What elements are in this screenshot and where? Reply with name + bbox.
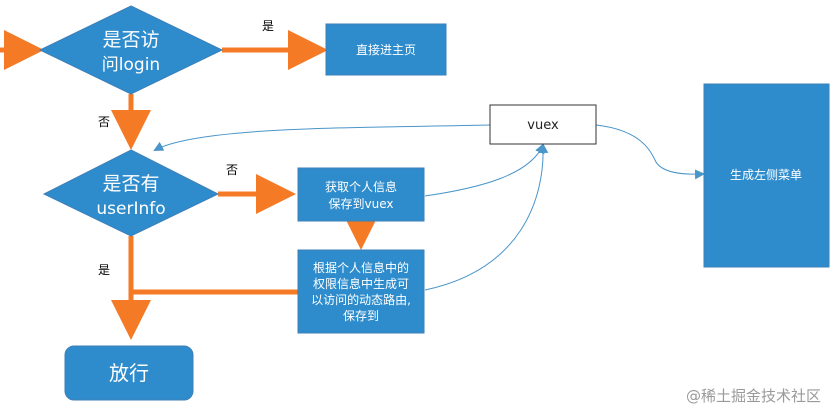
orange-connectors: [0, 30, 381, 340]
label-login-yes: 是: [262, 19, 274, 33]
label-login-no: 否: [98, 115, 110, 129]
decision-visit-login-shape: [38, 5, 224, 95]
edge-fetch-to-vuex: [424, 143, 545, 197]
store-vuex: vuex: [489, 104, 597, 145]
process-gen-routes-line1: 根据个人信息中的: [313, 260, 409, 275]
process-fetch-userinfo-shape: [297, 167, 425, 222]
process-goto-home-label: 直接进主页: [356, 42, 416, 57]
process-gen-routes-line2: 权限信息中生成可: [313, 276, 409, 291]
store-vuex-label: vuex: [527, 118, 559, 133]
edge-vuex-to-menu: [595, 124, 705, 180]
process-fetch-userinfo-line1: 获取个人信息: [325, 179, 397, 194]
terminal-allow: 放行: [64, 345, 194, 401]
blue-connectors: [153, 124, 705, 291]
edge-vuex-to-userinfo: [153, 124, 491, 151]
decision-has-userinfo: 是否有 userInfo: [42, 149, 220, 237]
process-gen-routes: 根据个人信息中的 权限信息中生成可 以访问的动态路由, 保存到: [297, 249, 425, 334]
decision-visit-login: 是否访 问login: [38, 5, 224, 95]
process-goto-home: 直接进主页: [325, 23, 447, 76]
store-vuex-shape: [489, 104, 597, 145]
terminal-allow-shape: [64, 345, 194, 401]
decision-visit-login-line1: 是否访: [102, 29, 159, 51]
process-gen-menu-label: 生成左侧菜单: [730, 167, 802, 182]
process-gen-menu-shape: [703, 83, 830, 268]
label-userinfo-no: 否: [226, 163, 238, 177]
process-fetch-userinfo-line2: 保存到vuex: [329, 197, 394, 211]
watermark: @稀土掘金技术社区: [685, 387, 821, 405]
process-gen-menu: 生成左侧菜单: [703, 83, 830, 268]
label-userinfo-yes: 是: [98, 263, 110, 277]
terminal-allow-label: 放行: [109, 361, 149, 385]
edge-routes-to-vuex: [424, 143, 549, 291]
process-fetch-userinfo: 获取个人信息 保存到vuex: [297, 167, 425, 222]
decision-visit-login-line2: 问login: [102, 55, 160, 75]
decision-has-userinfo-shape: [42, 149, 220, 237]
decision-has-userinfo-line2: userInfo: [96, 199, 165, 219]
process-goto-home-shape: [325, 23, 447, 76]
process-gen-routes-shape: [297, 249, 425, 334]
process-gen-routes-line4: 保存到: [343, 309, 379, 323]
process-gen-routes-line3: 以访问的动态路由,: [311, 292, 411, 307]
decision-has-userinfo-line1: 是否有: [102, 173, 159, 195]
